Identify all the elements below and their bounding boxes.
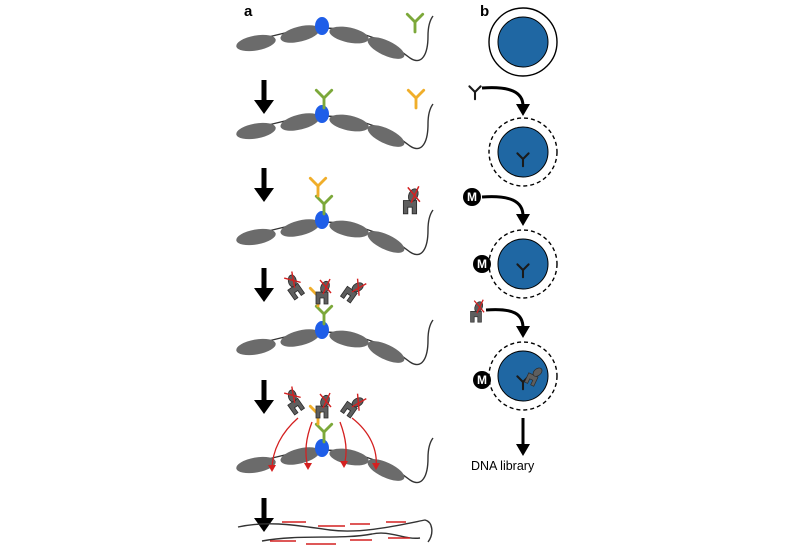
antibody-input-icon	[468, 85, 482, 101]
nucleus	[497, 16, 549, 68]
bound-bead-icon: M	[473, 255, 491, 273]
target-protein	[315, 439, 329, 457]
chromatin-step-4	[236, 319, 434, 366]
bound-transposome	[315, 392, 332, 419]
chromatin-step-1	[236, 15, 434, 62]
panel-b-steps: M M M	[463, 7, 558, 456]
nucleosome	[280, 113, 320, 131]
bound-transposome	[315, 278, 332, 305]
nucleosome	[367, 37, 405, 59]
step-arrow-2	[254, 168, 274, 202]
nucleosome	[280, 25, 320, 43]
nucleosome	[367, 125, 405, 147]
cleavage-arrow	[339, 421, 348, 468]
target-protein	[315, 321, 329, 339]
svg-text:M: M	[467, 190, 477, 204]
cell-tagmentation	[488, 341, 558, 411]
panel-b-arrow-2	[481, 195, 530, 226]
step-arrow-3	[254, 268, 274, 302]
nucleosome	[329, 330, 369, 348]
step-arrow-4	[254, 380, 274, 414]
svg-text:M: M	[477, 257, 487, 271]
panel-b-arrow-final	[516, 418, 530, 456]
nucleosome	[329, 114, 369, 132]
bound-transposome	[284, 386, 306, 416]
transposome-input-icon	[470, 299, 485, 323]
nucleosome	[329, 220, 369, 238]
panel-b-arrow-1	[481, 86, 530, 116]
target-protein	[315, 17, 329, 35]
bound-bead-icon: M	[473, 371, 491, 389]
bound-transposome	[339, 278, 367, 304]
cell-permeabilized	[488, 117, 558, 187]
panel-b-arrow-3	[485, 308, 530, 338]
nucleosome	[236, 338, 276, 356]
nucleosome	[280, 329, 320, 347]
nucleosome	[236, 228, 276, 246]
bound-primary-antibody	[314, 304, 334, 326]
bound-transposome	[339, 393, 367, 419]
nucleosome	[236, 122, 276, 140]
free-primary-antibody	[405, 12, 425, 34]
nuclear-transposome	[524, 367, 543, 387]
nucleus	[497, 126, 549, 178]
bound-secondary-antibody	[308, 176, 328, 198]
nucleosome	[329, 448, 369, 466]
cell-intact	[488, 7, 558, 77]
cleavage-arrow	[351, 417, 380, 470]
bound-transposome	[284, 271, 306, 301]
nucleosome	[280, 219, 320, 237]
svg-text:M: M	[477, 373, 487, 387]
nucleosome	[280, 447, 320, 465]
nucleosome	[329, 26, 369, 44]
chromatin-step-2	[236, 103, 434, 150]
step-arrow-1	[254, 80, 274, 114]
nucleus	[497, 238, 549, 290]
target-protein	[315, 105, 329, 123]
nucleosome	[236, 456, 276, 474]
free-transposome	[402, 185, 421, 215]
target-protein	[315, 211, 329, 229]
panel-b-label: b	[480, 3, 489, 20]
bound-primary-antibody	[314, 194, 334, 216]
chromatin-step-5	[236, 437, 434, 484]
nucleosome	[236, 34, 276, 52]
tagmented-fragments	[237, 519, 433, 545]
bound-primary-antibody	[314, 422, 334, 444]
free-secondary-antibody	[406, 88, 426, 110]
nucleosome	[367, 231, 405, 253]
dna-library-label: DNA library	[471, 459, 535, 473]
bound-primary-antibody	[314, 88, 334, 110]
nucleus	[497, 350, 549, 402]
cleavage-arrow	[304, 421, 313, 470]
chromatin-step-3	[236, 209, 434, 256]
nuclear-antibody	[516, 152, 530, 168]
panel-a-steps	[236, 12, 434, 545]
nuclear-antibody	[516, 263, 530, 279]
bead-input-icon: M	[463, 188, 481, 206]
nucleosome	[367, 341, 405, 363]
cell-bead-bound	[488, 229, 558, 299]
panel-a-label: a	[244, 3, 253, 20]
cleavage-arrow	[268, 417, 299, 472]
step-arrow-5	[254, 498, 274, 532]
